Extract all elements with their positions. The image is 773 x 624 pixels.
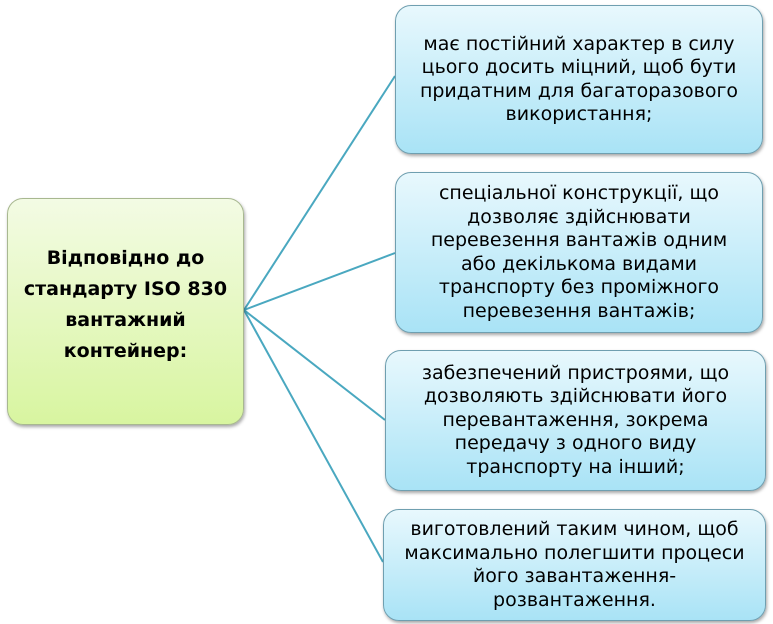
leaf-node-4: виготовлений таким чином, щоб максимальн… bbox=[383, 509, 766, 621]
leaf-text-line: транспорту без проміжного bbox=[438, 276, 720, 298]
leaf-text-line: або декількома видами bbox=[460, 252, 698, 275]
leaf-text-line: перевантаження, зокрема bbox=[442, 408, 709, 431]
connector-line-4 bbox=[243, 309, 384, 563]
leaf-text-line: придатним для багаторазового bbox=[419, 79, 739, 102]
leaf-text-line: перевезення вантажів одним bbox=[430, 229, 728, 251]
connector-line-1 bbox=[243, 75, 396, 311]
leaf-node-3: забезпечений пристроями, що дозволяють з… bbox=[385, 350, 766, 491]
root-text-line: контейнер: bbox=[63, 339, 188, 362]
leaf-text-line: цього досить міцний, щоб бути bbox=[421, 56, 737, 78]
leaf-text-line: має постійний характер в силу bbox=[423, 32, 735, 55]
leaf-text-line: транспорту на інший; bbox=[466, 455, 685, 478]
connector-line-3 bbox=[243, 309, 386, 421]
root-text-line: стандарту ISO 830 bbox=[23, 277, 228, 300]
leaf-text-line: забезпечений пристроями, що bbox=[421, 361, 730, 384]
leaf-node-2: спеціальної конструкції, що дозволяє зді… bbox=[395, 172, 763, 333]
leaf-node-1: має постійний характер в силу цього доси… bbox=[395, 5, 763, 154]
leaf-text-line: використання; bbox=[505, 103, 653, 125]
leaf-text-line: його завантаження- bbox=[472, 565, 677, 587]
leaf-text-line: розвантаження. bbox=[493, 588, 656, 611]
leaf-text-line: спеціальної конструкції, що bbox=[438, 182, 720, 204]
leaf-text-line: виготовлений таким чином, щоб bbox=[410, 518, 739, 540]
leaf-text-line: дозволяє здійснювати bbox=[467, 205, 691, 228]
root-text-line: Відповідно до bbox=[46, 246, 205, 269]
leaf-text-line: дозволяють здійснювати його bbox=[423, 385, 728, 408]
connector-line-2 bbox=[243, 252, 396, 311]
root-node: Відповідно до стандарту ISO 830 вантажни… bbox=[7, 198, 244, 425]
leaf-text-line: перевезення вантажів; bbox=[462, 299, 696, 322]
leaf-text-line: передачу з одного виду bbox=[454, 432, 697, 455]
leaf-text-line: максимально полегшити процеси bbox=[404, 541, 745, 564]
root-text-line: вантажний bbox=[65, 308, 186, 331]
